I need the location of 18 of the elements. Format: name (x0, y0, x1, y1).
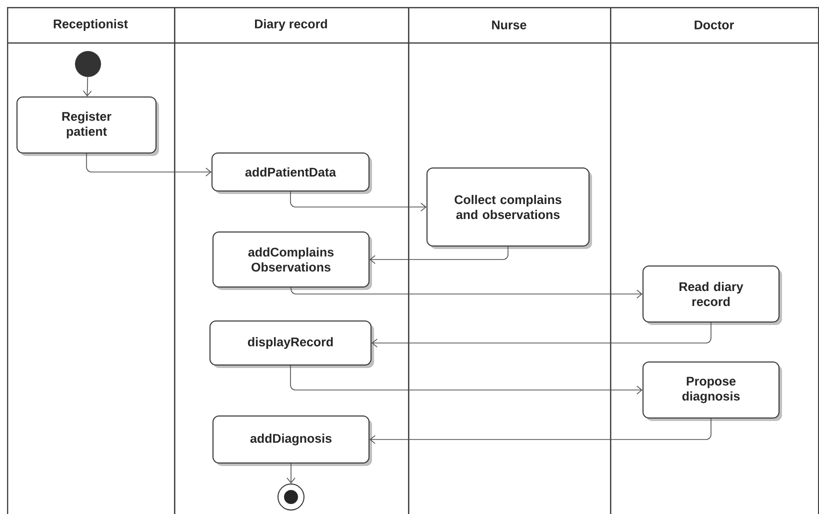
end-node (278, 484, 304, 510)
action-box: Register patient (16, 96, 159, 156)
arrow (372, 322, 712, 348)
action-box: addComplains Observations (212, 232, 372, 290)
action-box: Propose diagnosis (642, 362, 782, 421)
arrow (290, 191, 426, 212)
arrow (86, 153, 212, 176)
arrow (370, 418, 712, 444)
action-box: Read diary record (642, 266, 782, 325)
arrow (290, 287, 642, 298)
arrow (286, 463, 296, 484)
action-box: Collect complains and observations (426, 168, 592, 249)
start-node (75, 51, 101, 77)
action-box: addPatientData (212, 152, 372, 194)
arrow (290, 365, 642, 394)
action-box: displayRecord (210, 320, 374, 368)
action-box: addDiagnosis (212, 416, 372, 466)
arrow (82, 76, 92, 96)
